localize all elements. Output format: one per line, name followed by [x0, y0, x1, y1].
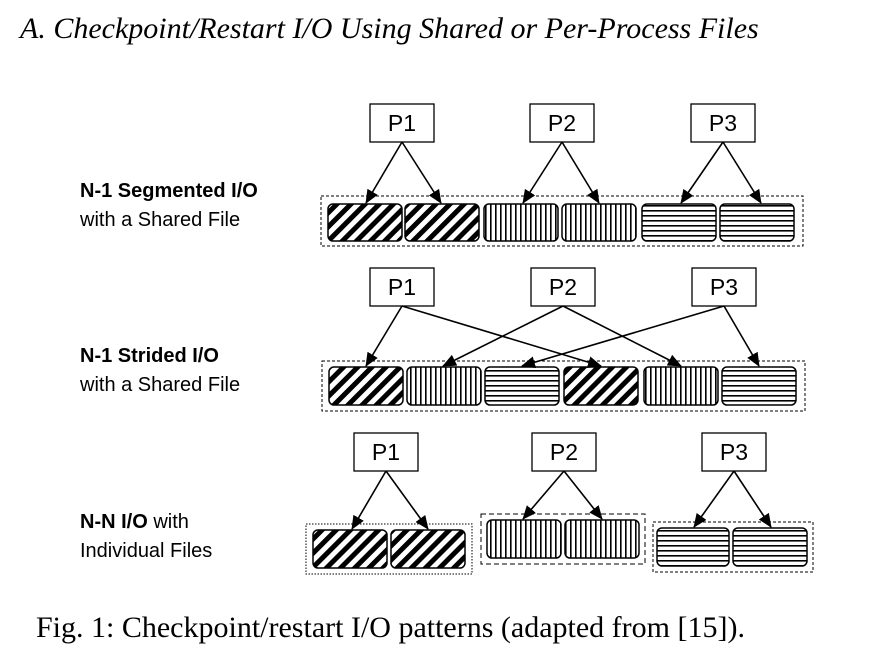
process-label-p3: P3 — [720, 439, 748, 465]
data-block — [327, 203, 403, 242]
svg-text:N-1 Strided I/O: N-1 Strided I/O — [80, 345, 219, 367]
data-block — [643, 366, 719, 406]
process-label-p3: P3 — [710, 274, 738, 300]
data-block — [656, 527, 730, 567]
arrow — [561, 141, 600, 204]
data-block — [563, 366, 639, 406]
arrow — [722, 141, 762, 204]
arrow — [521, 305, 725, 369]
svg-text:N-1 Segmented I/O: N-1 Segmented I/O — [80, 180, 258, 202]
process-label-p2: P2 — [548, 110, 576, 136]
arrow — [522, 470, 565, 520]
nn-diagram: P1 P2 P3 — [305, 432, 814, 575]
data-block — [483, 203, 559, 242]
individual-file-container-p2 — [480, 513, 646, 565]
process-box-p3 — [690, 103, 756, 143]
process-box-p1 — [369, 103, 435, 143]
data-block — [328, 366, 404, 406]
process-box-p3 — [701, 432, 767, 472]
data-block — [564, 519, 640, 559]
nn-label-line2: Individual Files — [80, 540, 212, 562]
data-block — [486, 519, 562, 559]
process-box-p1 — [353, 432, 419, 472]
arrow — [733, 470, 772, 528]
segmented-label-line2: with a Shared File — [79, 209, 240, 231]
arrow — [365, 141, 403, 204]
process-label-p1: P1 — [388, 110, 416, 136]
data-block — [484, 366, 560, 406]
data-block — [390, 529, 466, 569]
data-block — [641, 203, 717, 242]
segmented-diagram: P1 P2 P3 — [320, 103, 804, 247]
data-block — [561, 203, 637, 242]
data-block — [719, 203, 795, 242]
segmented-label: N-1 Segmented I/O with a Shared File — [79, 180, 258, 231]
individual-file-container-p3 — [652, 521, 814, 573]
figure-caption: Fig. 1: Checkpoint/restart I/O patterns … — [36, 611, 745, 644]
arrow — [401, 141, 442, 204]
arrow — [351, 470, 387, 530]
arrow — [693, 470, 735, 528]
section-heading: A. Checkpoint/Restart I/O Using Shared o… — [20, 12, 759, 45]
arrow — [442, 305, 564, 367]
data-block — [721, 366, 797, 406]
arrow — [385, 470, 429, 530]
strided-label-line2: with a Shared File — [79, 374, 240, 396]
data-block — [732, 527, 808, 567]
arrow — [365, 305, 403, 367]
process-label-p3: P3 — [709, 110, 737, 136]
process-label-p2: P2 — [549, 274, 577, 300]
process-box-p2 — [530, 267, 596, 307]
process-label-p1: P1 — [388, 274, 416, 300]
data-block — [312, 529, 388, 569]
shared-file-container — [321, 360, 806, 412]
process-box-p2 — [531, 432, 597, 472]
arrow — [563, 470, 603, 520]
arrow — [680, 141, 724, 204]
strided-label: N-1 Strided I/O with a Shared File — [79, 345, 240, 396]
data-block — [404, 203, 480, 242]
nn-label: N-N I/O with Individual Files — [80, 511, 212, 562]
strided-label-bold: N-1 Strided I/O — [80, 345, 219, 367]
strided-diagram: P1 P2 P3 — [321, 267, 806, 412]
process-box-p3 — [691, 267, 757, 307]
shared-file-container — [320, 195, 804, 247]
process-label-p1: P1 — [372, 439, 400, 465]
data-block — [406, 366, 482, 406]
process-box-p1 — [369, 267, 435, 307]
nn-label-bold: N-N I/O — [80, 511, 148, 533]
arrow — [522, 141, 563, 204]
svg-text:N-N I/O with: N-N I/O with — [80, 511, 189, 533]
arrow — [723, 305, 760, 367]
nn-label-rest: with — [148, 511, 189, 533]
segmented-label-bold: N-1 Segmented I/O — [80, 180, 258, 202]
process-label-p2: P2 — [550, 439, 578, 465]
